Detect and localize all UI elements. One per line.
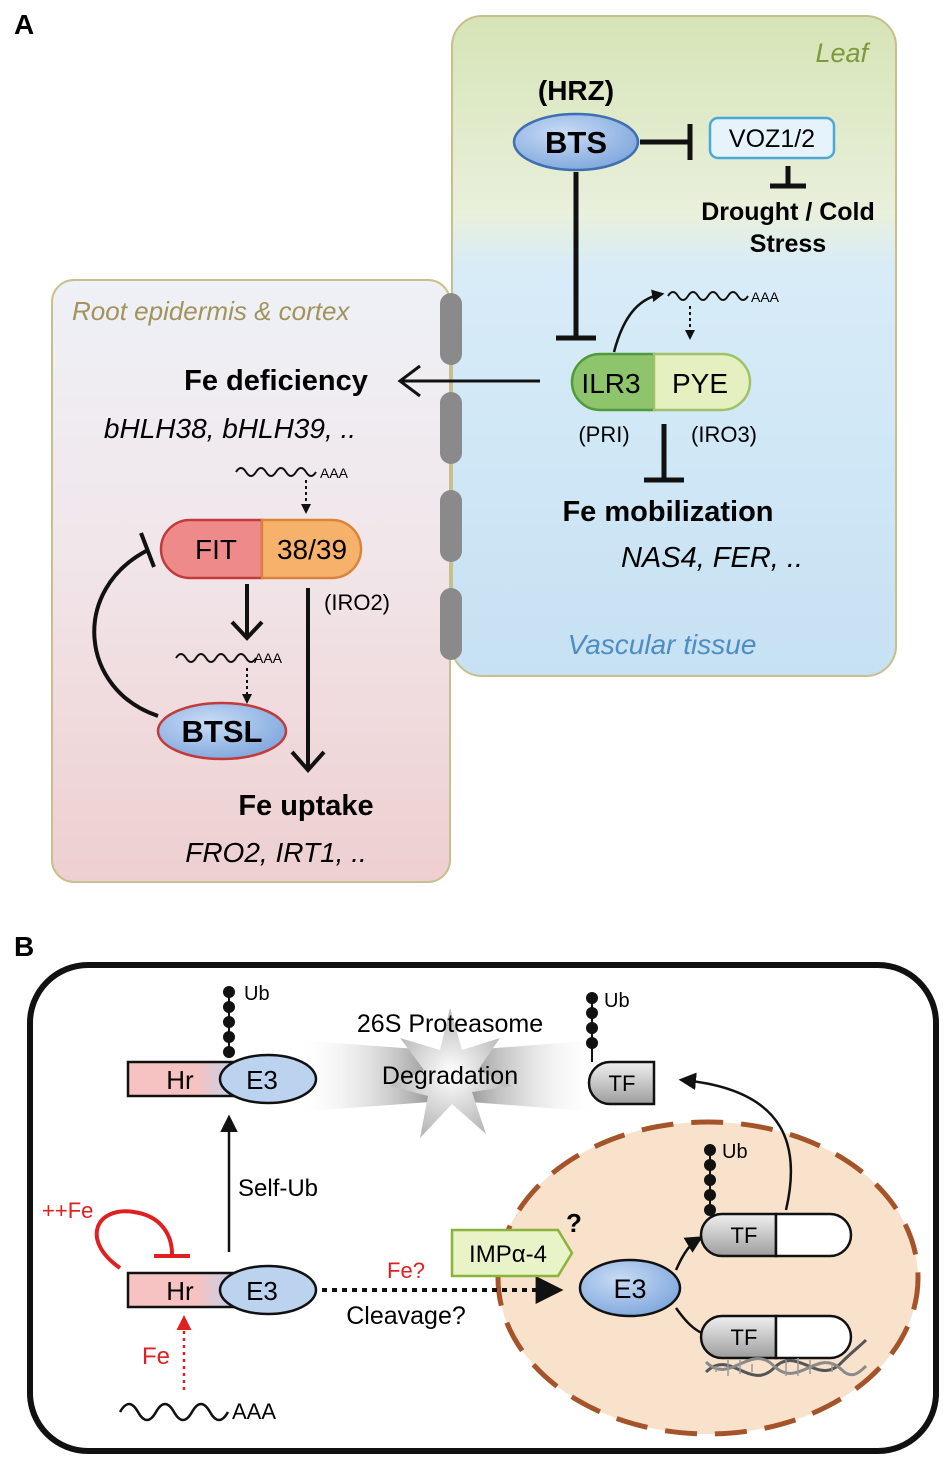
- bts-protein: BTS: [512, 112, 640, 172]
- leaf-region: Leaf Vascular tissue: [451, 15, 897, 677]
- fit-label: FIT: [195, 534, 237, 565]
- fe-deficiency-arrow: [397, 364, 540, 398]
- ub-chain-top-right: [586, 992, 598, 1062]
- hrz-label: (HRZ): [538, 75, 614, 106]
- voz-inhibits-stress: [770, 166, 806, 189]
- ilr3-label: ILR3: [581, 368, 640, 399]
- impa4-question-mark: ?: [566, 1208, 582, 1238]
- pye-inhibits-mobilization: [644, 424, 684, 483]
- fe-mobilization-title: Fe mobilization: [562, 496, 773, 528]
- impa4-label: IMPα-4: [469, 1241, 547, 1268]
- hr-e3-bottom: Hr E3: [126, 1264, 318, 1316]
- fe-uptake-arrow: [290, 588, 326, 774]
- fit-transcription-arrow: [230, 584, 264, 641]
- self-ub-label: Self-Ub: [238, 1175, 318, 1202]
- bts-label: BTS: [545, 125, 607, 160]
- hrz-mrna-tail: AAA: [232, 1399, 276, 1424]
- bts-inhibits-voz: [640, 124, 693, 160]
- dna-helix: [704, 1338, 868, 1377]
- cell-wall-dashes: [440, 293, 462, 660]
- iro2-label: (IRO2): [324, 590, 390, 615]
- fe-label: Fe: [142, 1343, 170, 1370]
- e3-label-top: E3: [246, 1065, 278, 1095]
- e3-nuclear: E3: [578, 1258, 682, 1318]
- pye-label: PYE: [672, 368, 728, 399]
- root-region: Root epidermis & cortex: [51, 279, 451, 883]
- pri-label: (PRI): [578, 422, 629, 447]
- tf-ubiquitinated-top: TF: [587, 1060, 656, 1106]
- tf-partner-complex-dna: TF: [699, 1314, 853, 1360]
- tf-label-middle: TF: [731, 1223, 758, 1248]
- e3-label-nuclear: E3: [613, 1274, 646, 1304]
- root-mrna-bottom: [175, 653, 257, 663]
- iro3-label: (IRO3): [691, 422, 757, 447]
- root-mrna-bottom-tail: AAA: [254, 650, 283, 666]
- degradation-label: Degradation: [382, 1062, 518, 1090]
- panel-a-label: A: [14, 9, 34, 40]
- fe-uptake-title: Fe uptake: [238, 790, 373, 822]
- fit-bhlh-complex: FIT 38/39: [159, 518, 363, 580]
- high-fe-label: ++Fe: [42, 1198, 93, 1223]
- hr-label-top: Hr: [166, 1065, 194, 1095]
- high-fe-inhibition: [94, 1209, 190, 1270]
- stress-label-line2: Stress: [750, 230, 826, 258]
- hr-e3-ubiquitinated: Hr E3: [126, 1053, 318, 1105]
- tf-label-top: TF: [609, 1071, 636, 1096]
- leaf-label: Leaf: [815, 38, 870, 68]
- tf-label-bottom: TF: [731, 1325, 758, 1350]
- tf-partner-complex-middle: TF: [699, 1212, 853, 1258]
- ub-label-top-left: Ub: [244, 983, 270, 1005]
- btsl-protein: BTSL: [156, 701, 288, 761]
- btsl-label: BTSL: [182, 714, 263, 749]
- vascular-tissue-label: Vascular tissue: [568, 629, 757, 660]
- fe-mobilization-genes: NAS4, FER, ..: [621, 542, 803, 574]
- proteasome-degradation: 26S Proteasome Degradation: [295, 1008, 600, 1138]
- leaf-mrna: [667, 291, 749, 301]
- voz-label: VOZ1/2: [729, 125, 815, 153]
- leaf-mrna-tail: AAA: [751, 289, 780, 305]
- ub-chain-nuclear: [704, 1144, 716, 1216]
- btsl-inhibits-fit: [92, 532, 159, 718]
- ub-label-top-right: Ub: [604, 990, 630, 1012]
- stress-label-line1: Drought / Cold: [701, 198, 875, 226]
- fe-uptake-genes: FRO2, IRT1, ..: [185, 837, 367, 868]
- tf-export-arrow: [678, 1072, 793, 1211]
- ub-label-nuclear: Ub: [722, 1141, 748, 1163]
- voz-protein: VOZ1/2: [708, 116, 836, 160]
- cleavage-label: Cleavage?: [346, 1302, 466, 1330]
- fe-deficiency-genes: bHLH38, bHLH39, ..: [104, 413, 356, 444]
- ub-chain-top-left: [223, 986, 235, 1058]
- impa4-protein: IMPα-4: [450, 1228, 574, 1278]
- root-mrna-top: [235, 467, 317, 477]
- hrz-mrna: [118, 1402, 230, 1422]
- ilr3-pye-complex: ILR3 PYE: [570, 352, 752, 412]
- root-mrna-top-tail: AAA: [320, 465, 349, 481]
- fe-question-label: Fe?: [387, 1258, 425, 1283]
- root-region-label: Root epidermis & cortex: [72, 296, 350, 326]
- e3-label-bottom: E3: [246, 1276, 278, 1306]
- ilr3-transcription-arrow: [612, 289, 665, 353]
- fe-deficiency-title: Fe deficiency: [184, 365, 368, 397]
- bts-inhibits-ilr3: [556, 172, 596, 341]
- hr-label-bottom: Hr: [166, 1276, 194, 1306]
- bhlh-38-39-label: 38/39: [277, 534, 347, 565]
- proteasome-label: 26S Proteasome: [357, 1010, 543, 1038]
- panel-b-label: B: [14, 931, 34, 962]
- e3-ubiquitinates-tf-arrow: [674, 1236, 704, 1271]
